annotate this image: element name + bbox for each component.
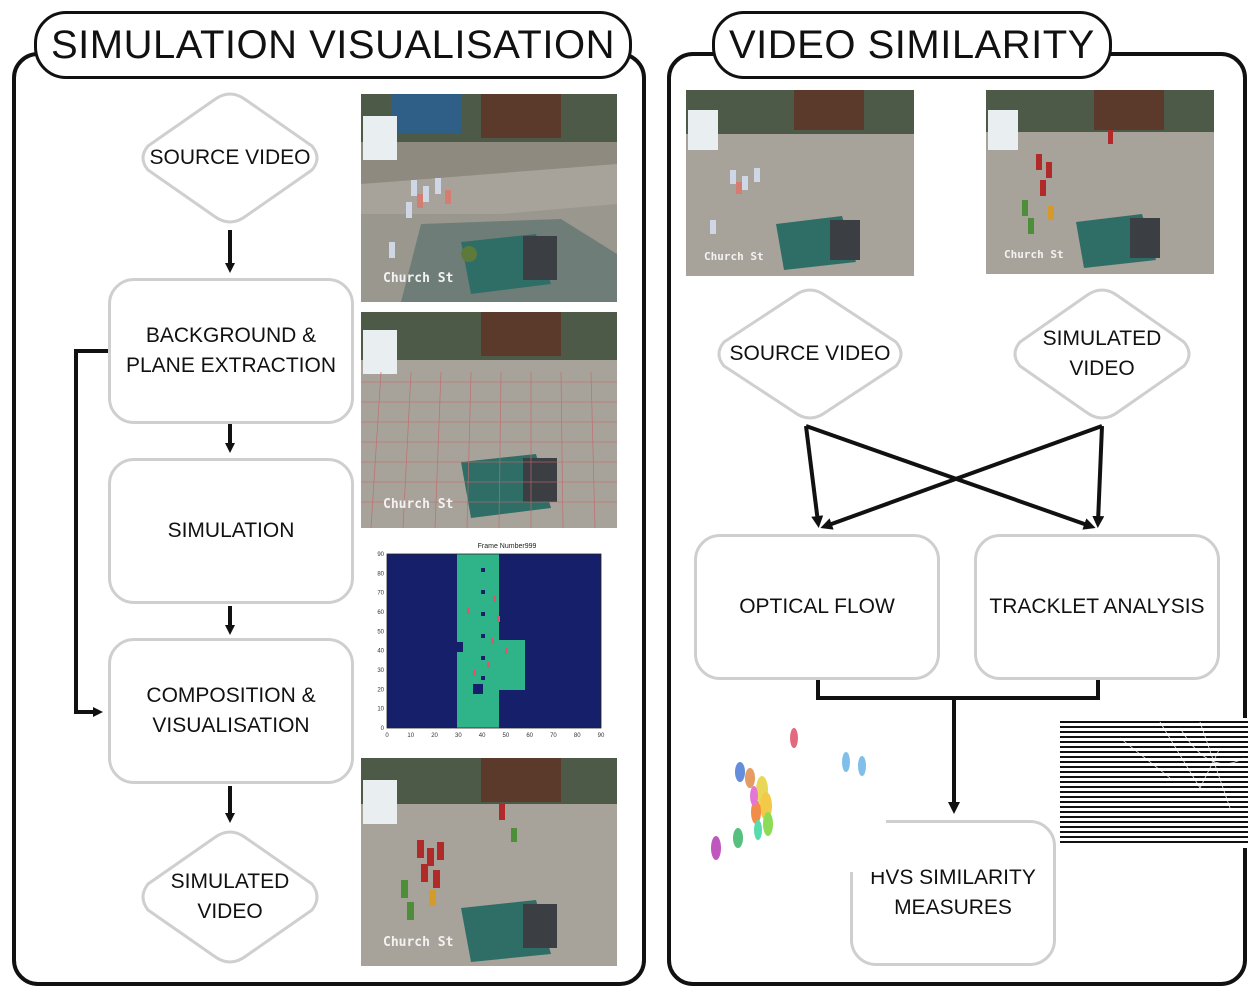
tracklet-visualisation [1060, 718, 1248, 848]
sim-y-tick: 10 [377, 707, 384, 713]
sim-y-tick: 20 [377, 687, 384, 693]
source-video-caption: Church St [383, 271, 453, 286]
sim-x-tick: 0 [385, 733, 389, 739]
left-source-video-label: SOURCE VIDEO [149, 146, 311, 169]
right-source-video-frame: Church St [686, 90, 914, 276]
sim-plot-title: Frame Number999 [478, 543, 537, 550]
sim-y-tick: 70 [377, 591, 384, 597]
sim-x-tick: 20 [431, 733, 438, 739]
sim-x-tick: 90 [598, 733, 605, 739]
left-source-video-node: SOURCE VIDEO [136, 90, 324, 226]
sim-x-tick: 70 [550, 733, 557, 739]
right-source-video-caption: Church St [704, 250, 764, 263]
simulated-video-caption: Church St [383, 935, 453, 950]
tracklet-analysis-node: TRACKLET ANALYSIS [974, 534, 1220, 680]
right-source-video-node: SOURCE VIDEO [712, 286, 908, 422]
simulated-video-frame: Church St [361, 758, 617, 966]
plane-extraction-caption: Church St [383, 497, 453, 512]
source-video-frame: Church St [361, 94, 617, 302]
sim-x-tick: 60 [526, 733, 533, 739]
sim-x-tick: 80 [574, 733, 581, 739]
right-simulated-video-caption: Church St [1004, 248, 1064, 261]
right-simulated-video-frame: Church St [986, 90, 1214, 274]
background-extraction-node: BACKGROUND & PLANE EXTRACTION [108, 278, 354, 424]
right-simulated-video-node: SIMULATED VIDEO [1008, 286, 1196, 422]
simulation-plot-frame: Frame Number999 90 80 70 60 50 40 30 20 10 0 0 10 2… [361, 538, 617, 748]
sim-y-tick: 50 [377, 629, 384, 635]
sim-x-tick: 10 [407, 733, 414, 739]
simulation-node: SIMULATION [108, 458, 354, 604]
right-panel-title: VIDEO SIMILARITY [712, 11, 1112, 79]
sim-y-tick: 80 [377, 571, 384, 577]
hvs-similarity-node: HVS SIMILARITY MEASURES [850, 820, 1056, 966]
sim-y-tick: 30 [377, 668, 384, 674]
composition-node: COMPOSITION & VISUALISATION [108, 638, 354, 784]
left-panel-title: SIMULATION VISUALISATION [34, 11, 632, 79]
optical-flow-node: OPTICAL FLOW [694, 534, 940, 680]
right-simulated-video-label: SIMULATED VIDEO [1042, 327, 1162, 380]
left-simulated-video-label: SIMULATED VIDEO [170, 870, 290, 923]
plane-extraction-frame: Church St [361, 312, 617, 528]
sim-x-tick: 30 [455, 733, 462, 739]
left-simulated-video-node: SIMULATED VIDEO [136, 828, 324, 966]
sim-y-tick: 60 [377, 610, 384, 616]
optical-flow-visualisation [696, 712, 886, 872]
sim-x-tick: 50 [503, 733, 510, 739]
sim-x-tick: 40 [479, 733, 486, 739]
sim-y-tick: 0 [381, 726, 385, 732]
sim-y-tick: 40 [377, 649, 384, 655]
sim-y-tick: 90 [377, 552, 384, 558]
right-source-video-label: SOURCE VIDEO [729, 342, 891, 365]
simulation-grid-plot: Frame Number999 90 80 70 60 50 40 30 20 10 0 0 10 2… [377, 543, 605, 739]
